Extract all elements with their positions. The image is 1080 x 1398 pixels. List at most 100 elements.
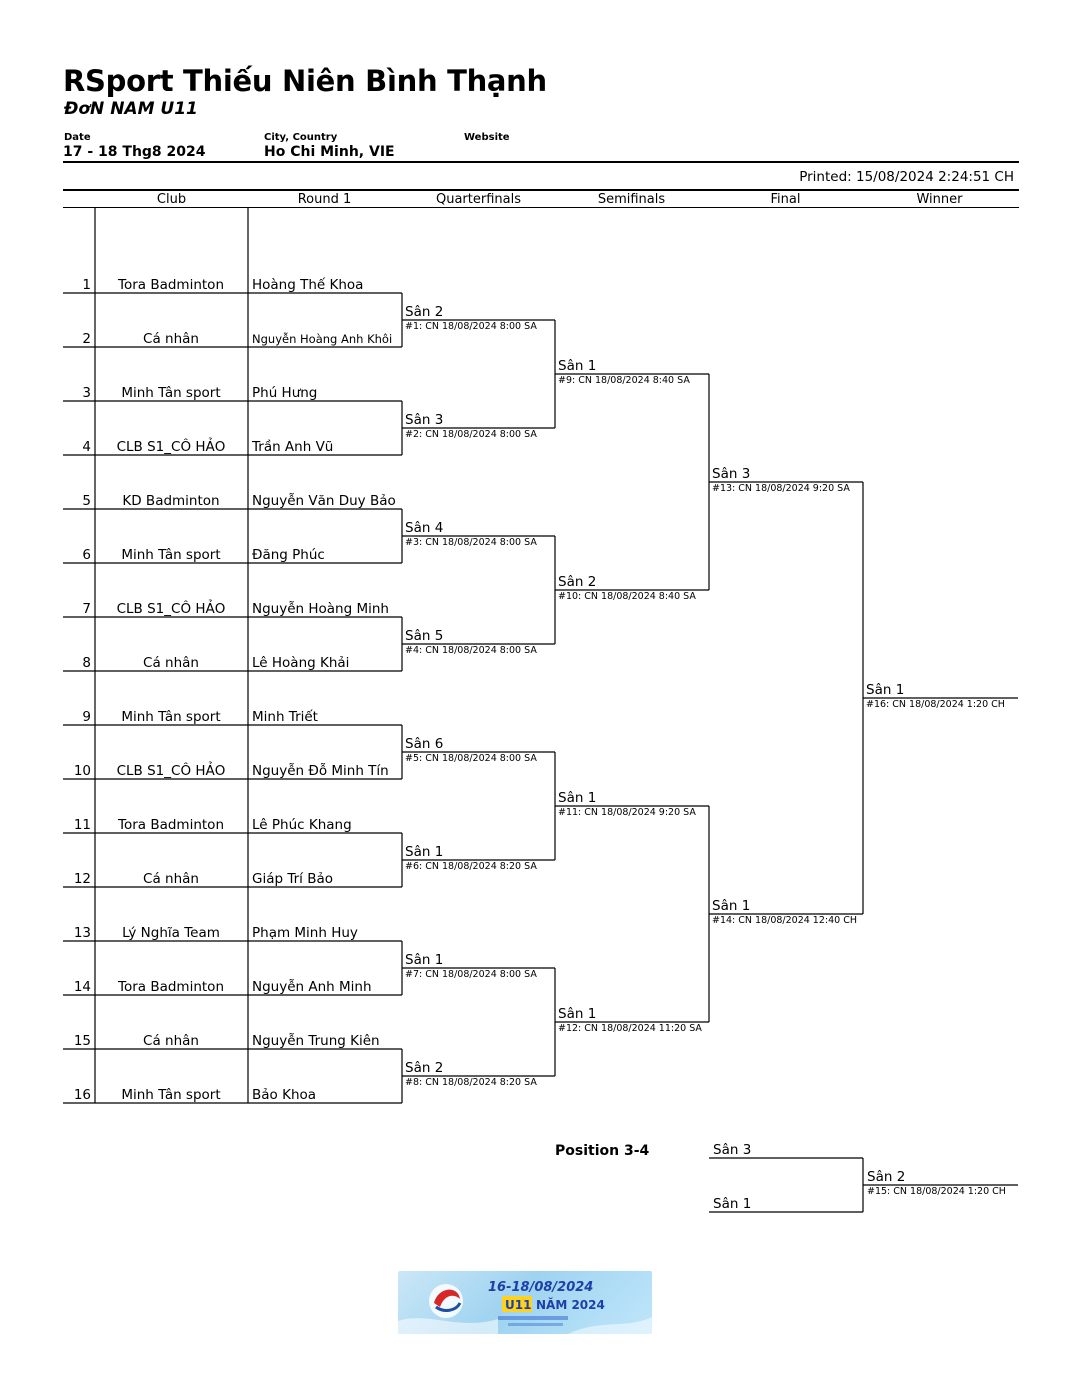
entry-seed: 11 xyxy=(74,817,91,833)
final-court: Sân 1 xyxy=(712,898,750,914)
entry-club: CLB S1_CÔ HẢO xyxy=(117,761,226,779)
third-place-result-court: Sân 2 xyxy=(867,1169,905,1185)
entry-club: Tora Badminton xyxy=(117,979,224,995)
entry-seed: 14 xyxy=(74,979,91,995)
entry-club: Minh Tân sport xyxy=(121,709,220,725)
semifinal-match: #12: CN 18/08/2024 11:20 SA xyxy=(558,1023,702,1034)
entry-seed: 15 xyxy=(74,1033,91,1049)
entry-seed: 12 xyxy=(74,871,91,887)
entry-seed: 4 xyxy=(82,439,91,455)
entry-seed: 10 xyxy=(74,763,91,779)
quarterfinal-match: #3: CN 18/08/2024 8:00 SA xyxy=(405,537,537,548)
city-label: City, Country xyxy=(264,132,338,143)
entry-club: Cá nhân xyxy=(143,871,199,887)
entry-club: Lý Nghĩa Team xyxy=(122,925,220,941)
entry-player: Trần Anh Vũ xyxy=(251,439,333,455)
entry-player: Nguyễn Trung Kiên xyxy=(252,1032,380,1049)
entry-player: Bảo Khoa xyxy=(252,1087,316,1103)
entry-seed: 2 xyxy=(82,331,91,347)
printed-timestamp: Printed: 15/08/2024 2:24:51 CH xyxy=(799,169,1014,185)
quarterfinal-court: Sân 1 xyxy=(405,844,443,860)
entry-club: Cá nhân xyxy=(143,331,199,347)
event-subtitle: ĐơN NAM U11 xyxy=(64,99,198,119)
entry-player: Hoàng Thế Khoa xyxy=(252,276,363,293)
event-banner-image: 16-18/08/2024 U11 NĂM 2024 xyxy=(398,1271,652,1334)
entry-player: Lê Hoàng Khải xyxy=(252,655,349,671)
third-place-result-match: #15: CN 18/08/2024 1:20 CH xyxy=(867,1186,1006,1197)
entry-player: Giáp Trí Bảo xyxy=(252,871,333,887)
column-header-club: Club xyxy=(156,192,187,207)
third-place-top-court: Sân 3 xyxy=(713,1142,751,1158)
city-value: Ho Chi Minh, VIE xyxy=(264,144,395,160)
quarterfinal-court: Sân 2 xyxy=(405,1060,443,1076)
banner-dates: 16-18/08/2024 xyxy=(488,1280,593,1295)
website-label: Website xyxy=(464,132,510,143)
date-value: 17 - 18 Thg8 2024 xyxy=(63,144,206,160)
entry-seed: 6 xyxy=(82,547,91,563)
semifinal-match: #11: CN 18/08/2024 9:20 SA xyxy=(558,807,696,818)
quarterfinal-match: #5: CN 18/08/2024 8:00 SA xyxy=(405,753,537,764)
quarterfinal-court: Sân 2 xyxy=(405,304,443,320)
semifinal-court: Sân 2 xyxy=(558,574,596,590)
quarterfinal-court: Sân 4 xyxy=(405,520,443,536)
column-header-quarterfinals: Quarterfinals xyxy=(435,192,521,207)
entry-seed: 9 xyxy=(82,709,91,725)
entry-seed: 16 xyxy=(74,1087,91,1103)
entry-seed: 1 xyxy=(82,277,91,293)
quarterfinal-court: Sân 5 xyxy=(405,628,443,644)
column-header-final: Final xyxy=(770,192,801,207)
entry-club: Minh Tân sport xyxy=(121,385,220,401)
entry-club: Cá nhân xyxy=(143,655,199,671)
column-header-round1: Round 1 xyxy=(297,192,352,207)
page-title: RSport Thiếu Niên Bình Thạnh xyxy=(63,64,547,98)
banner-line2: NĂM 2024 xyxy=(536,1297,605,1312)
entry-club: Tora Badminton xyxy=(117,277,224,293)
entry-player: Nguyễn Đỗ Minh Tín xyxy=(252,762,389,779)
semifinal-court: Sân 1 xyxy=(558,790,596,806)
quarterfinal-match: #1: CN 18/08/2024 8:00 SA xyxy=(405,321,537,332)
quarterfinal-match: #2: CN 18/08/2024 8:00 SA xyxy=(405,429,537,440)
entry-seed: 7 xyxy=(82,601,91,617)
final-court: Sân 3 xyxy=(712,466,750,482)
quarterfinal-court: Sân 3 xyxy=(405,412,443,428)
entry-player: Nguyễn Văn Duy Bảo xyxy=(252,492,396,509)
columns-bottom-rule xyxy=(63,207,1019,208)
entry-club: CLB S1_CÔ HẢO xyxy=(117,599,226,617)
third-place-label: Position 3-4 xyxy=(555,1143,650,1159)
entry-player: Nguyễn Anh Minh xyxy=(252,978,372,995)
entry-club: Tora Badminton xyxy=(117,817,224,833)
quarterfinal-match: #4: CN 18/08/2024 8:00 SA xyxy=(405,645,537,656)
columns-top-rule xyxy=(63,189,1019,191)
quarterfinal-match: #8: CN 18/08/2024 8:20 SA xyxy=(405,1077,537,1088)
quarterfinal-match: #6: CN 18/08/2024 8:20 SA xyxy=(405,861,537,872)
semifinal-match: #9: CN 18/08/2024 8:40 SA xyxy=(558,375,690,386)
entry-player: Lê Phúc Khang xyxy=(252,817,352,833)
winner-court: Sân 1 xyxy=(866,682,904,698)
entry-player: Phạm Minh Huy xyxy=(252,925,358,941)
column-header-winner: Winner xyxy=(916,192,963,207)
quarterfinal-court: Sân 1 xyxy=(405,952,443,968)
entry-player: Phú Hưng xyxy=(252,385,317,401)
winner-match: #16: CN 18/08/2024 1:20 CH xyxy=(866,699,1005,710)
semifinal-match: #10: CN 18/08/2024 8:40 SA xyxy=(558,591,696,602)
entry-seed: 8 xyxy=(82,655,91,671)
entry-player: Nguyễn Hoàng Anh Khôi xyxy=(252,332,392,346)
entry-player: Minh Triết xyxy=(252,708,318,725)
entry-club: Cá nhân xyxy=(143,1033,199,1049)
quarterfinal-court: Sân 6 xyxy=(405,736,443,752)
entry-player: Nguyễn Hoàng Minh xyxy=(252,600,389,617)
entry-club: KD Badminton xyxy=(122,493,219,509)
final-match: #14: CN 18/08/2024 12:40 CH xyxy=(712,915,857,926)
third-place-bottom-court: Sân 1 xyxy=(713,1196,751,1212)
banner-line1: U11 xyxy=(505,1298,531,1312)
header-divider xyxy=(63,161,1019,163)
entry-seed: 3 xyxy=(82,385,91,401)
date-label: Date xyxy=(64,132,91,143)
entry-club: Minh Tân sport xyxy=(121,547,220,563)
quarterfinal-match: #7: CN 18/08/2024 8:00 SA xyxy=(405,969,537,980)
entry-seed: 13 xyxy=(74,925,91,941)
semifinal-court: Sân 1 xyxy=(558,358,596,374)
final-match: #13: CN 18/08/2024 9:20 SA xyxy=(712,483,850,494)
column-header-semifinals: Semifinals xyxy=(597,192,666,207)
